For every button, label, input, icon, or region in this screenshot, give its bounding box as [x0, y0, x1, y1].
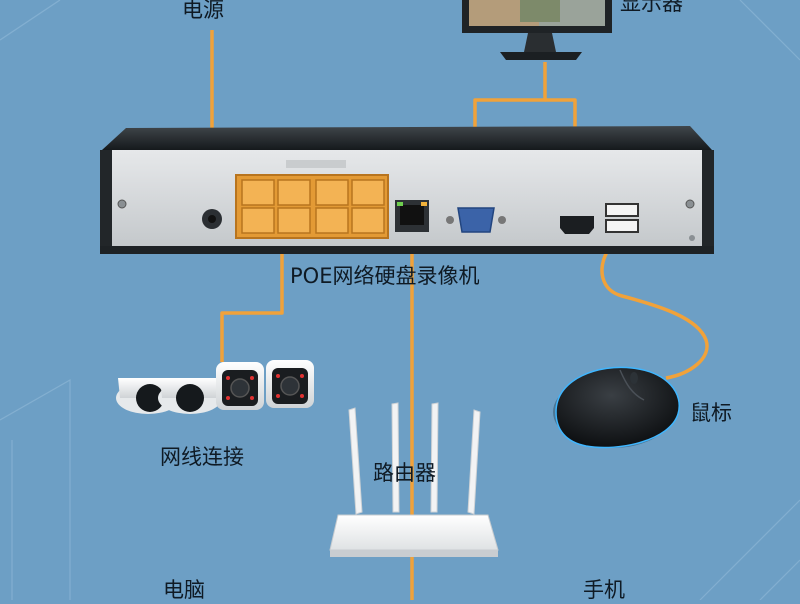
cameras-label: 网线连接: [160, 445, 244, 469]
router-label: 路由器: [373, 461, 436, 485]
phone-label: 手机: [583, 578, 625, 602]
camera-cable: [220, 235, 284, 362]
nvr-label: POE网络硬盘录像机: [290, 264, 480, 288]
monitor-label: 显示器: [620, 0, 683, 15]
monitor-icon: [462, 0, 612, 60]
mouse-cable: [600, 230, 709, 380]
mouse-label: 鼠标: [690, 401, 732, 425]
power-label: 电源: [182, 0, 224, 22]
computer-label: 电脑: [163, 578, 205, 602]
router-icon: [329, 402, 499, 557]
mouse-icon: [553, 366, 680, 449]
ip-camera-icon: [116, 360, 314, 414]
nvr-device-icon: [100, 126, 714, 254]
